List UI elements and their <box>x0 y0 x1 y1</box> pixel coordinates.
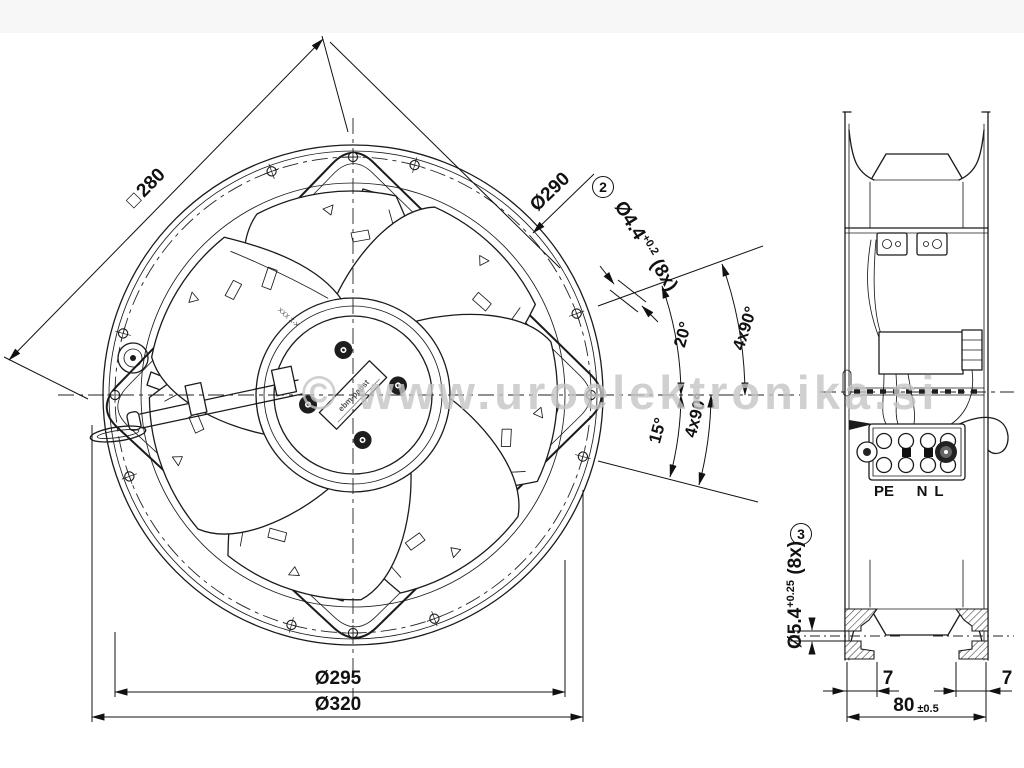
watermark-text: © www.uroelektronika.si <box>302 366 939 419</box>
cable-gland-side <box>849 420 873 430</box>
terminal-block: PE N L <box>856 423 966 500</box>
ref-3: 3 <box>797 526 805 542</box>
side-dimensions: Ø5.4+0.25 (8x) 3 7 7 80±0.5 <box>785 523 1013 722</box>
motor-body <box>878 331 964 375</box>
dim-circle-320: Ø320 <box>315 694 361 715</box>
callout-hole-side: Ø5.4+0.25 (8x) 3 <box>785 523 861 655</box>
dim-hole-side: Ø5.4+0.25 (8x) <box>785 541 806 649</box>
terminal-label-l: L <box>934 483 943 500</box>
terminal-label-n: N <box>917 483 928 500</box>
external-cable <box>954 416 1009 455</box>
paper-top-strip <box>0 0 1024 33</box>
ref-2: 2 <box>599 179 607 195</box>
dim-flange-left: 7 <box>883 668 894 689</box>
terminal-label-pe: PE <box>874 483 894 500</box>
mounting-plate-outline <box>105 151 603 639</box>
dim-flange-right: 7 <box>1002 668 1013 689</box>
dim-circle-295: Ø295 <box>315 668 362 689</box>
side-view: PE N L <box>790 111 1014 661</box>
flange-sections <box>844 608 989 660</box>
bottom-diameter-dims: Ø295 Ø320 <box>91 425 584 722</box>
mounting-brackets <box>876 232 948 256</box>
wall-grommet <box>842 369 852 397</box>
dim-depth: 80±0.5 <box>893 695 938 716</box>
mounting-plate-inner-edge <box>117 163 591 628</box>
